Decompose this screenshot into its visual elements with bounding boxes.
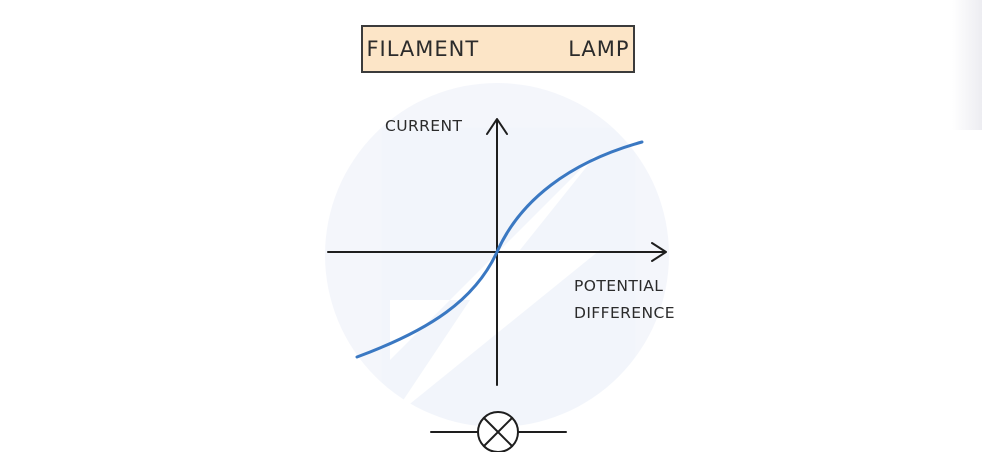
- filament-lamp-symbol-icon: [430, 411, 567, 452]
- x-axis-label-line-1: POTENTIAL: [574, 277, 664, 295]
- x-axis-label-line-2: DIFFERENCE: [574, 304, 675, 322]
- x-axis-label: POTENTIAL DIFFERENCE: [574, 273, 675, 327]
- x-axis-arrowhead: [651, 242, 667, 262]
- page-edge-shadow: [952, 0, 982, 130]
- current-pd-curve: [355, 140, 644, 359]
- y-axis-label: CURRENT: [385, 117, 463, 135]
- diagram-title: FILAMENT LAMP: [361, 25, 635, 73]
- y-axis-arrowhead: [486, 118, 508, 135]
